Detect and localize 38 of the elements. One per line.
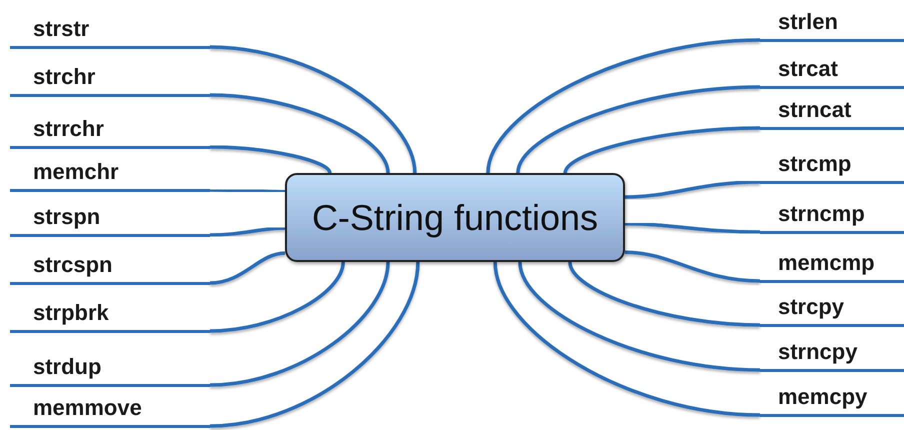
function-name: strrchr: [33, 116, 104, 142]
function-name: strcmp: [778, 151, 852, 177]
function-name: memcpy: [778, 384, 868, 410]
connector-line: [624, 250, 760, 283]
connector-line: [210, 251, 286, 285]
function-name: memchr: [33, 159, 119, 185]
connector-line: [210, 262, 390, 387]
connector-line: [210, 93, 390, 174]
connector-line: [568, 262, 760, 327]
function-name: strncat: [778, 97, 852, 123]
connector-line: [210, 145, 332, 174]
connector-line: [210, 262, 345, 333]
function-name: strncmp: [778, 201, 865, 227]
topic-title: C-String functions: [312, 196, 598, 238]
connector-line: [210, 188, 286, 194]
function-name: strpbrk: [33, 300, 109, 326]
function-name: memmove: [33, 395, 142, 421]
function-name: strcspn: [33, 252, 112, 278]
function-name: strstr: [33, 16, 90, 42]
connector-line: [210, 262, 420, 428]
function-name: memcmp: [778, 250, 875, 276]
connector-line: [518, 262, 760, 372]
connector-line: [493, 262, 760, 417]
connector-line: [486, 38, 760, 174]
topic-box: [285, 173, 625, 262]
connector-line: [564, 126, 760, 174]
connector-line: [210, 45, 417, 174]
connector-line: [516, 85, 760, 174]
function-name: strspn: [33, 204, 100, 230]
function-name: strncpy: [778, 339, 858, 365]
connector-line: [624, 180, 760, 199]
connector-line: [624, 222, 760, 234]
function-name: strcpy: [778, 294, 844, 320]
function-name: strlen: [778, 9, 838, 35]
function-name: strchr: [33, 64, 96, 90]
connector-line: [210, 226, 286, 237]
function-name: strdup: [33, 354, 102, 380]
function-name: strcat: [778, 56, 838, 82]
